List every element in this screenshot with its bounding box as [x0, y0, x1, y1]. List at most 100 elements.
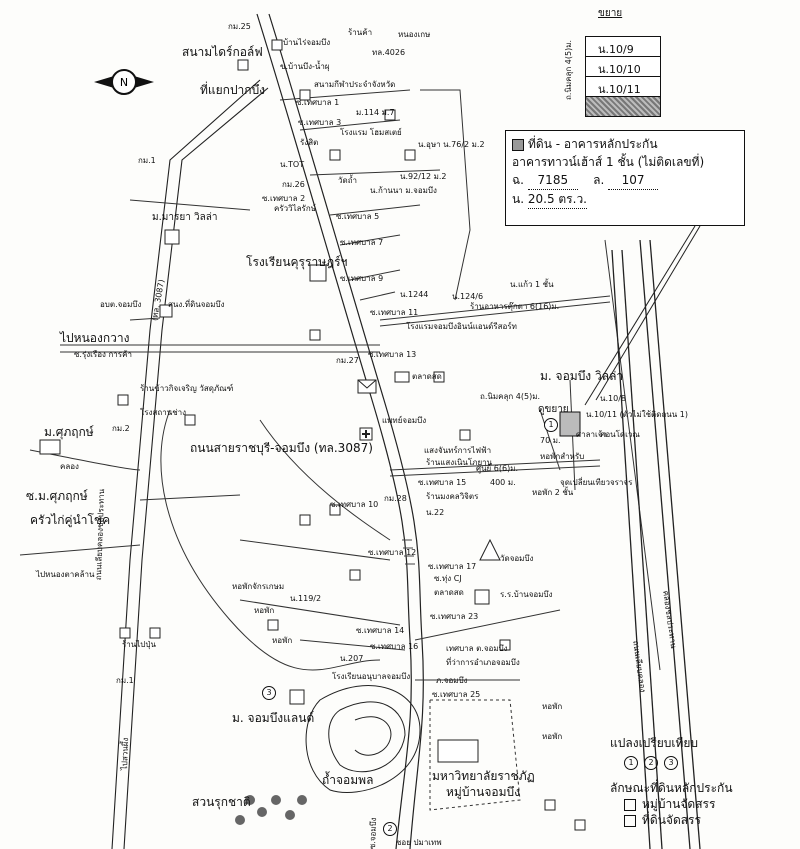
label-rangsit: รังสิต [300, 138, 319, 147]
label-bundit: ร้านมงคลวิจิตร [426, 492, 479, 501]
label-school2: ร.ร.บ้านจอมบึง [500, 590, 553, 599]
callout-deed-row: ฉ. 7185 ล. 107 [512, 171, 738, 190]
label-d70: 70 ม. [540, 436, 561, 445]
label-tessaban2: ซ.เทศบาล 2 [262, 194, 306, 203]
label-n124: น.124/6 [452, 292, 484, 301]
label-kru: ครัววิไลรักษ์ [274, 204, 316, 213]
label-market: ตลาดสด [412, 372, 442, 381]
label-sawa: ศาลาเจ้า [576, 430, 607, 439]
label-n10-8: น.10/8 [600, 394, 626, 403]
label-tessaban13: ซ.เทศบาล 13 [368, 350, 417, 359]
label-soi-66: ศูนย์ 6(6)ม. [476, 464, 519, 473]
collateral-callout: ที่ดิน - อาคารหลักประกัน อาคารทาวน์เฮ้าส… [505, 130, 745, 226]
label-near-road: ซ.จอมบึง [368, 817, 379, 849]
village-checkbox-icon [624, 798, 636, 811]
label-to-road: ไปสวนผึ้ง [120, 737, 131, 771]
label-soi-thermsang: ซ.เทศบาล 15 [418, 478, 467, 487]
label-soi-tessaban17: ซ.เทศบาล 17 [428, 562, 477, 571]
label-nkaen: น.ก้านนา ม.จอมบึง [370, 186, 437, 195]
label-expand: ดูขยาย [538, 404, 569, 415]
label-ntot: น.TOT [280, 160, 305, 169]
label-university: มหาวิทยาลัยราชภัฏ [432, 769, 535, 783]
label-tessaban16: ซ.เทศบาล 16 [370, 642, 419, 651]
label-m-jombueng-land: ม. จอมบึงแลนด์ [232, 711, 315, 725]
label-tessaban23: ซ.เทศบาล 23 [430, 612, 479, 621]
label-dorm3: หอพัก [254, 606, 275, 615]
features-title: ลักษณะที่ดินหลักประกัน [610, 781, 733, 795]
label-n92-12: น.92/12 ม.2 [400, 172, 447, 181]
label-road-4026: ทล.4026 [372, 48, 406, 57]
label-dorm5: หอพัก [542, 702, 563, 711]
label-garage: โรงสถานช่าง [140, 408, 187, 417]
label-tessaban-jombueng: เทศบาล ต.จอมบึง [446, 644, 508, 653]
legend-side-road-label: ถ.นิมคลุก 4(5)ม. [564, 39, 573, 100]
label-park: สวนรุกชาติ [192, 795, 251, 809]
label-n207: น.207 [340, 654, 364, 663]
comparable-marker-1: 1 [544, 418, 558, 432]
label-kitchen2: ครัวไก่คู่นำโชค [30, 513, 111, 527]
label-km2: กม.2 [112, 424, 130, 433]
main-road-east-edge [268, 13, 424, 849]
label-m11-4: ม.114 ม.7 [356, 108, 395, 117]
label-n22: น.22 [426, 508, 445, 517]
label-m-sirichot: ม.ศุภฤกษ์ [44, 425, 94, 439]
compass-icon: N [94, 69, 154, 95]
label-sub-district: อบต.จอมบึง [100, 300, 142, 309]
label-shop2: ร้านข้าวกิจเจริญ วัสดุภัณฑ์ [140, 384, 234, 393]
label-tessaban25: ซ.เทศบาล 25 [432, 690, 481, 699]
label-km1b: กม.1 [116, 676, 134, 685]
temple-icon [479, 538, 501, 561]
label-golf: สนามไดร์กอล์ฟ [182, 45, 263, 59]
callout-area-row: น. 20.5 ตร.ว. [512, 190, 738, 209]
label-tessaban9: ซ.เทศบาล 9 [340, 274, 384, 283]
label-nong-j: ซ.ทุ่ง CJ [434, 574, 462, 583]
deed-number: 7185 [527, 171, 578, 190]
label-tha-khwai: หนองเกษ [398, 30, 431, 39]
cave-hill-contours [305, 685, 421, 793]
label-km1: กม.1 [138, 156, 156, 165]
legend-item-village: หมู่บ้านจัดสรร [624, 796, 790, 812]
label-health: สนง.ที่ดินจอมบึง [168, 300, 225, 309]
label-bad-electric: ร้านแสงเนินโภยาน [426, 458, 493, 467]
label-km26: กม.26 [282, 180, 305, 189]
label-police: ภ.จอมบึง [436, 676, 468, 685]
label-soi-d: ซอย ปมาเทพ [396, 838, 442, 847]
label-tessaban10: ซ.เทศบาล 10 [330, 500, 379, 509]
label-condo: คอนโดเวณ [600, 430, 640, 439]
comparables-title: แปลงเปรียบเทียบ [610, 736, 699, 750]
property-plot [559, 411, 581, 437]
label-to-nong-bon: ไปหนองตาคล้าน [36, 570, 95, 579]
label-soi-rungruang: ซ.รุ่งเรือง การค้า [74, 350, 132, 359]
label-pharmacy: แพทย์จอมบึง [382, 416, 427, 425]
label-cave: ถ้ำจอมพล [322, 773, 374, 787]
label-road-ban-bueng: ข.บ้านบึง-น้ำผุ [280, 62, 330, 71]
tree-cluster [235, 795, 307, 825]
label-district-office: ที่ว่าการอำเภอจอมบึง [446, 658, 520, 667]
label-tessaban12: ซ.เทศบาล 12 [368, 548, 417, 557]
legend-top-title: ขยาย [598, 8, 623, 19]
label-n119-2: น.119/2 [290, 594, 322, 603]
label-market2: ตลาดสด [434, 588, 464, 597]
legend-top: น.10/9 น.10/10 น.10/11 [585, 36, 661, 117]
callout-line2: อาคารทาวน์เฮ้าส์ 1 ชั้น (ไม่ติดเลขที่) [512, 155, 705, 169]
area-value: 20.5 ตร.ว. [527, 190, 587, 209]
label-stadium: สนามกีฬาประจำจังหวัด [314, 80, 396, 89]
road-stripes [402, 539, 415, 565]
comparable-marker-2: 2 [383, 822, 397, 836]
label-dorm6: หอพัก [542, 732, 563, 741]
legend-item-land: ที่ดินจัดสรร [624, 812, 790, 828]
legend-row-1: น.10/9 [586, 37, 660, 57]
label-village-jombueng: หมู่บ้านจอมบึง [446, 785, 521, 799]
legend-row-2: น.10/10 [586, 57, 660, 77]
legend-row-hatched [586, 97, 660, 116]
label-jombueng-villa: ม. จอมบึง วิลล่า [540, 369, 624, 383]
label-hotel2: โรงแรมจอมบึงอินน์แอนด์รีสอร์ท [406, 322, 517, 331]
label-tessaban14: ซ.เทศบาล 14 [356, 626, 405, 635]
label-tessaban7: ซ.เทศบาล 7 [340, 238, 384, 247]
label-km-side: คลอง [60, 462, 79, 471]
label-tessaban11: ซ.เทศบาล 11 [370, 308, 419, 317]
label-tessaban3: ซ.เทศบาล 3 [298, 118, 342, 127]
label-school-kru: โรงเรียนคุรุราษฎร์ฯ [246, 255, 348, 269]
compass-north-label: N [120, 76, 128, 89]
